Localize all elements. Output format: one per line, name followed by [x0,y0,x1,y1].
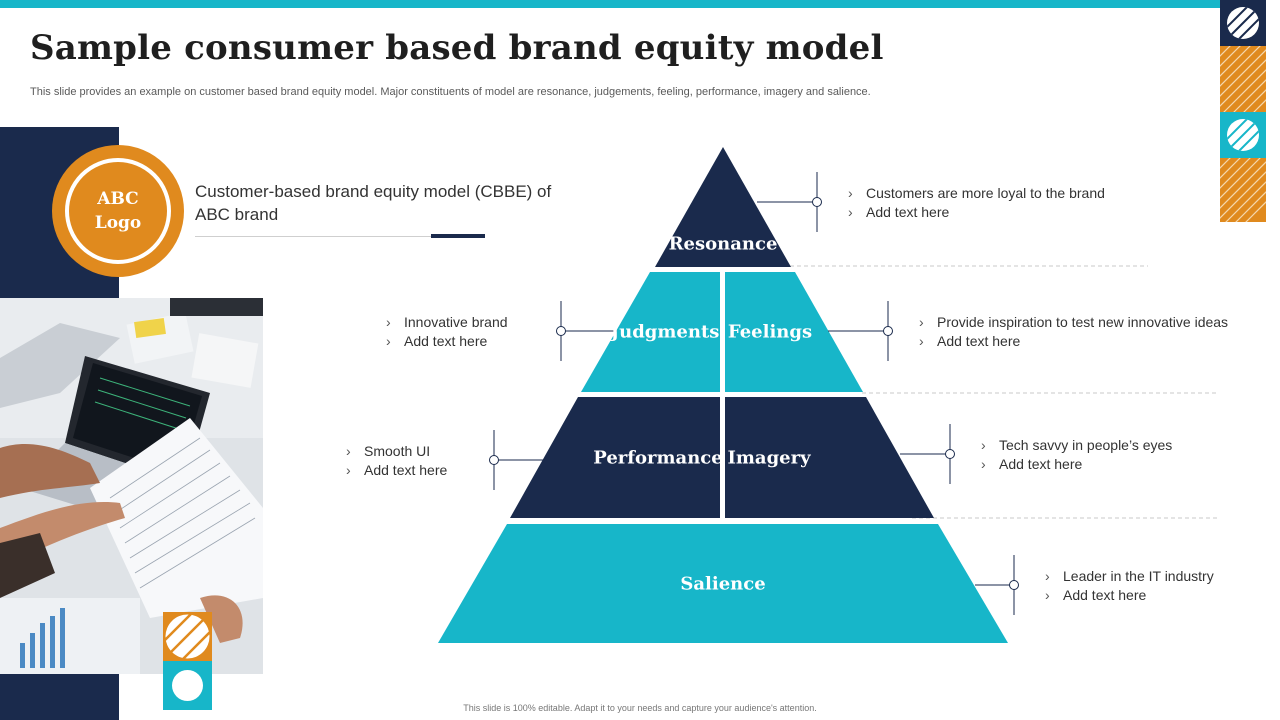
photo-badge-striped-icon [163,612,212,661]
chevron-right-icon: › [386,314,391,330]
slide-title: Sample consumer based brand equity model [30,28,884,68]
left-navy-panel-bottom [0,673,119,720]
note-item: Add text here [364,462,448,478]
top-accent-bar [0,0,1222,8]
label-feelings: Feelings [727,321,813,343]
chevron-right-icon: › [346,443,351,459]
tier-performance [510,397,720,518]
striped-disc-icon [1227,119,1259,151]
note-item: Add text here [866,204,950,220]
chevron-right-icon: › [1045,568,1050,584]
tier-judgments [581,272,720,392]
chevron-right-icon: › [919,314,924,330]
corner-decoration-navy [1220,0,1266,46]
connector-node-performance [489,455,499,465]
label-judgments: Judgments [610,321,720,343]
chevron-right-icon: › [848,204,853,220]
corner-decoration-teal [1220,112,1266,158]
footer-note: This slide is 100% editable. Adapt it to… [463,703,817,713]
note-item: Innovative brand [404,314,508,330]
chevron-right-icon: › [981,437,986,453]
tier-imagery [725,397,934,518]
note-item: Provide inspiration to test new innovati… [937,314,1229,330]
chevron-right-icon: › [981,456,986,472]
label-salience: Salience [680,573,766,595]
chevron-right-icon: › [919,333,924,349]
note-item: Tech savvy in people’s eyes [999,437,1173,453]
connector-node-imagery [945,449,955,459]
notes-judgments: › Innovative brand › Add text here [386,313,508,351]
corner-decoration-stripes [1220,46,1266,112]
corner-decoration-stripes [1220,158,1266,222]
connector-node-feelings [883,326,893,336]
connector-node-resonance [812,197,822,207]
label-resonance: Resonance [668,233,778,255]
note-item: Add text here [999,456,1083,472]
chevron-right-icon: › [848,185,853,201]
chevron-right-icon: › [1045,587,1050,603]
note-item: Add text here [404,333,488,349]
note-item: Add text here [937,333,1021,349]
note-item: Customers are more loyal to the brand [866,185,1105,201]
notes-performance: › Smooth UI › Add text here [346,442,447,480]
divider-accent [431,234,485,238]
tier-resonance [655,147,791,267]
notes-feelings: › Provide inspiration to test new innovat… [919,313,1228,351]
connector-node-salience [1009,580,1019,590]
tier-salience [438,524,1008,643]
chevron-right-icon: › [346,462,351,478]
notes-imagery: › Tech savvy in people’s eyes › Add text h… [981,436,1172,474]
model-description: Customer-based brand equity model (CBBE)… [195,182,552,224]
divider [195,236,485,237]
tier-feelings [725,272,863,392]
slide-subtitle: This slide provides an example on custom… [30,86,871,98]
note-item: Smooth UI [364,443,431,459]
logo-text: ABC Logo [65,158,171,264]
logo-badge: ABC Logo [52,145,184,277]
label-performance: Performance [593,447,723,469]
notes-salience: › Leader in the IT industry › Add text her… [1045,567,1214,605]
label-imagery: Imagery [727,447,811,469]
business-analysis-photo [0,298,263,674]
connector-node-judgments [556,326,566,336]
notes-resonance: › Customers are more loyal to the brand ›… [848,184,1105,222]
note-item: Add text here [1063,587,1147,603]
note-item: Leader in the IT industry [1063,568,1214,584]
striped-disc-icon [1227,7,1259,39]
chevron-right-icon: › [386,333,391,349]
photo-badge-circle-icon [163,661,212,710]
